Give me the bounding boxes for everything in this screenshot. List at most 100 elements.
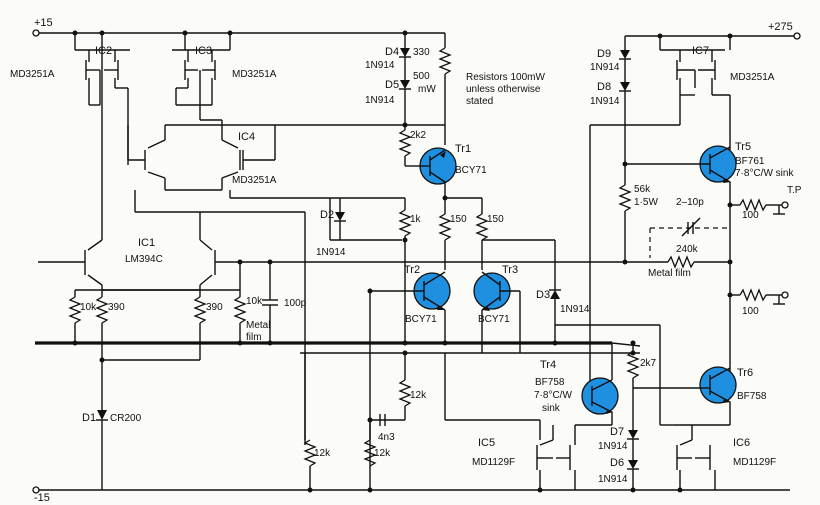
ic3-pair xyxy=(172,33,231,106)
r10kmf-v1: 10k xyxy=(246,296,263,307)
junctions xyxy=(72,30,733,493)
output-network xyxy=(649,198,789,305)
r56k-v2: 1·5W xyxy=(634,197,658,208)
tr6-leads xyxy=(700,367,731,425)
c100p-label: 100p xyxy=(284,298,307,309)
pos15-terminal xyxy=(32,29,40,37)
ic6-name: IC6 xyxy=(733,437,750,449)
d1-part: CR200 xyxy=(110,413,142,424)
d9-name: D9 xyxy=(597,48,611,60)
d5-name: D5 xyxy=(385,79,399,91)
ic7-part: MD3251A xyxy=(730,72,775,83)
c4n3-label: 4n3 xyxy=(378,432,395,443)
r240k-label: 240k xyxy=(676,244,699,255)
r100b-label: 100 xyxy=(742,306,759,317)
pos15-label: +15 xyxy=(34,17,53,29)
note-line2: unless otherwise xyxy=(466,84,541,95)
r2k7-label: 2k7 xyxy=(640,358,657,369)
d6-part: 1N914 xyxy=(598,474,628,485)
r10k-label: 10k xyxy=(80,302,97,313)
trim-label: 2–10p xyxy=(676,197,704,208)
ic7-pair xyxy=(589,36,731,395)
labels: +15 -15 +275 Resistors 100mW unless othe… xyxy=(10,17,802,504)
ic7-name: IC7 xyxy=(692,45,709,57)
note-line1: Resistors 100mW xyxy=(466,72,545,83)
d1-name: D1 xyxy=(82,412,96,424)
d4-name: D4 xyxy=(385,46,399,58)
neg15-terminal xyxy=(32,486,40,494)
tr6-transistor xyxy=(699,366,737,404)
r10kmf-v2: Metal xyxy=(246,320,270,331)
ic6-pair xyxy=(660,424,730,490)
2k7-d7-d6 xyxy=(555,324,700,490)
tr2-part: BCY71 xyxy=(405,314,437,325)
tr3-name: Tr3 xyxy=(502,264,518,276)
r12k-a-label: 12k xyxy=(314,448,331,459)
tr1-name: Tr1 xyxy=(455,143,471,155)
r10kmf-v3: film xyxy=(246,332,262,343)
d6-name: D6 xyxy=(610,457,624,469)
ic6-part: MD1129F xyxy=(733,457,776,468)
metalfilm-label: Metal film xyxy=(648,268,691,279)
d9-d8-column xyxy=(618,36,632,262)
ic1-resistors xyxy=(68,261,650,361)
r150a-label: 150 xyxy=(450,214,467,225)
d7-part: 1N914 xyxy=(598,441,628,452)
r330-v1: 330 xyxy=(413,47,430,58)
tr4-part: BF758 xyxy=(535,377,565,388)
tr4-leads xyxy=(591,343,613,425)
ic5-pair xyxy=(444,353,612,490)
r100a-label: 100 xyxy=(742,210,759,221)
tr6-name: Tr6 xyxy=(737,367,753,379)
tr5-part: BF761 xyxy=(735,156,765,167)
d7-name: D7 xyxy=(610,426,624,438)
d8-part: 1N914 xyxy=(590,96,620,107)
tr6-part: BF758 xyxy=(737,391,767,402)
r390b-label: 390 xyxy=(206,302,223,313)
tr3-part: BCY71 xyxy=(478,314,510,325)
d8-name: D8 xyxy=(597,81,611,93)
ic3-name: IC3 xyxy=(195,45,212,57)
r330-v3: mW xyxy=(418,84,436,95)
ic4-pair xyxy=(127,105,445,445)
ic2-part: MD3251A xyxy=(10,69,55,80)
ic1-part: LM394C xyxy=(125,254,163,265)
ic5-name: IC5 xyxy=(478,437,495,449)
tr5-leads xyxy=(622,146,731,390)
mid-resistor-network xyxy=(330,122,556,343)
ic4-part: MD3251A xyxy=(232,175,277,186)
r56k-v1: 56k xyxy=(634,184,651,195)
r2k2-label: 2k2 xyxy=(410,130,427,141)
d3-part: 1N914 xyxy=(560,304,590,315)
bottom-middle-network xyxy=(303,350,412,490)
r1k-label: 1k xyxy=(410,214,422,225)
pos275-terminal xyxy=(793,32,801,40)
d1-diode xyxy=(96,357,108,490)
tr4-extra1: 7·8°C/W xyxy=(534,390,572,401)
tr4-extra2: sink xyxy=(542,403,561,414)
ic2-name: IC2 xyxy=(95,45,112,57)
tr5-name: Tr5 xyxy=(735,141,751,153)
d2-name: D2 xyxy=(320,209,334,221)
pos275-label: +275 xyxy=(768,21,793,33)
d4-part: 1N914 xyxy=(365,60,395,71)
note-line3: stated xyxy=(466,96,493,107)
r330-v2: 500 xyxy=(413,71,430,82)
r150b-label: 150 xyxy=(487,214,504,225)
ic3-part: MD3251A xyxy=(232,69,277,80)
tr1-part: BCY71 xyxy=(455,165,487,176)
ic4-name: IC4 xyxy=(238,131,255,143)
d3-name: D3 xyxy=(536,289,550,301)
tr2-name: Tr2 xyxy=(404,264,420,276)
d3-diode xyxy=(549,289,561,343)
r12k-b-label: 12k xyxy=(374,448,391,459)
neg15-label: -15 xyxy=(34,492,50,504)
ic1-name: IC1 xyxy=(138,237,155,249)
d9-part: 1N914 xyxy=(590,62,620,73)
ic1-pair xyxy=(38,33,275,291)
tr4-transistor xyxy=(581,377,619,415)
r12k-c-label: 12k xyxy=(410,390,427,401)
tr4-name: Tr4 xyxy=(540,359,556,371)
